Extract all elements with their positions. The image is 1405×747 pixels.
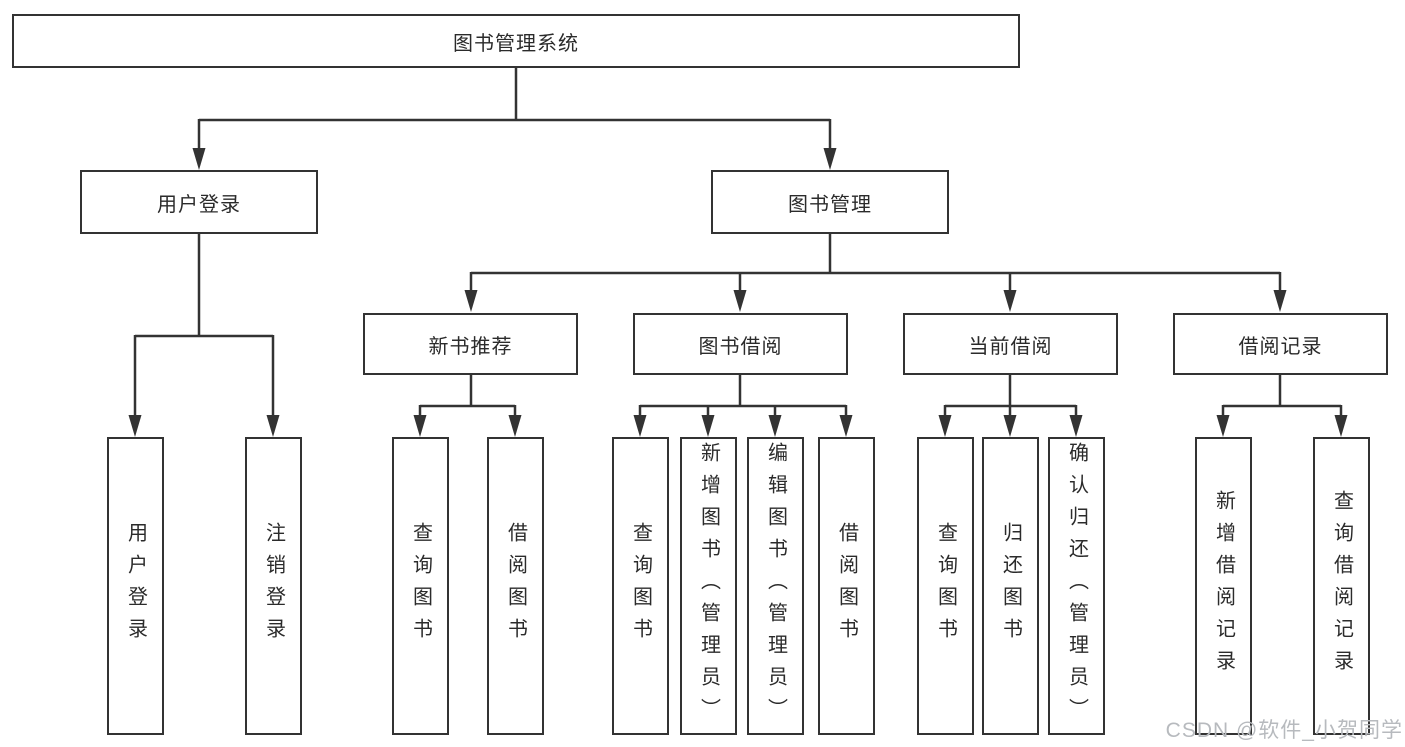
node-label: 图书管理 (788, 193, 872, 216)
arrowhead (1273, 290, 1287, 312)
arrowhead (823, 148, 837, 170)
node-label: 用户登录 (157, 193, 241, 216)
leaf-query-books-recommend: 查询图书 (392, 437, 449, 735)
arrowhead (1069, 415, 1083, 437)
arrowhead (938, 415, 952, 437)
node-new-book-recommendation: 新书推荐 (363, 313, 578, 375)
arrowhead (733, 290, 747, 312)
node-label: 借阅图书 (835, 522, 858, 650)
node-borrowing-records: 借阅记录 (1173, 313, 1388, 375)
node-current-borrowing: 当前借阅 (903, 313, 1118, 375)
arrowhead (768, 415, 782, 437)
node-label: 编辑图书（管理员） (764, 442, 787, 730)
node-label: 图书管理系统 (453, 32, 579, 55)
node-label: 查询图书 (629, 522, 652, 650)
leaf-borrow-books-recommend: 借阅图书 (487, 437, 544, 735)
arrowhead (413, 415, 427, 437)
node-user-login: 用户登录 (80, 170, 318, 234)
node-label: 图书借阅 (698, 335, 783, 358)
leaf-return-book: 归还图书 (982, 437, 1039, 735)
leaf-borrow-books: 借阅图书 (818, 437, 875, 735)
arrowhead (192, 148, 206, 170)
arrowhead (266, 415, 280, 437)
leaf-query-borrow-record: 查询借阅记录 (1313, 437, 1370, 735)
node-label: 归还图书 (999, 522, 1022, 650)
node-label: 新书推荐 (428, 335, 513, 358)
leaf-add-borrow-record: 新增借阅记录 (1195, 437, 1252, 735)
arrowhead (1003, 415, 1017, 437)
arrowhead (128, 415, 142, 437)
node-book-management: 图书管理 (711, 170, 949, 234)
arrowhead (701, 415, 715, 437)
node-label: 查询图书 (934, 522, 957, 650)
node-label: 借阅图书 (504, 522, 527, 650)
arrowhead (508, 415, 522, 437)
arrowhead (633, 415, 647, 437)
node-label: 查询图书 (409, 522, 432, 650)
node-label: 当前借阅 (968, 335, 1053, 358)
leaf-edit-book-admin: 编辑图书（管理员） (747, 437, 804, 735)
leaf-user-login: 用户登录 (107, 437, 164, 735)
leaf-query-books-current: 查询图书 (917, 437, 974, 735)
node-root: 图书管理系统 (12, 14, 1020, 68)
csdn-watermark: CSDN @软件_小贺同学 (1165, 719, 1403, 742)
leaf-add-book-admin: 新增图书（管理员） (680, 437, 737, 735)
leaf-query-books-borrowing: 查询图书 (612, 437, 669, 735)
arrowhead (1003, 290, 1017, 312)
node-label: 新增图书（管理员） (697, 442, 720, 730)
node-label: 新增借阅记录 (1212, 490, 1235, 682)
arrowhead (464, 290, 478, 312)
arrowhead (839, 415, 853, 437)
node-book-borrowing: 图书借阅 (633, 313, 848, 375)
node-label: 确认归还（管理员） (1065, 442, 1088, 730)
leaf-logout: 注销登录 (245, 437, 302, 735)
leaf-confirm-return-admin: 确认归还（管理员） (1048, 437, 1105, 735)
node-label: 注销登录 (262, 522, 285, 650)
node-label: 借阅记录 (1238, 335, 1323, 358)
node-label: 用户登录 (124, 522, 147, 650)
arrowhead (1216, 415, 1230, 437)
arrowhead (1334, 415, 1348, 437)
node-label: 查询借阅记录 (1330, 490, 1353, 682)
